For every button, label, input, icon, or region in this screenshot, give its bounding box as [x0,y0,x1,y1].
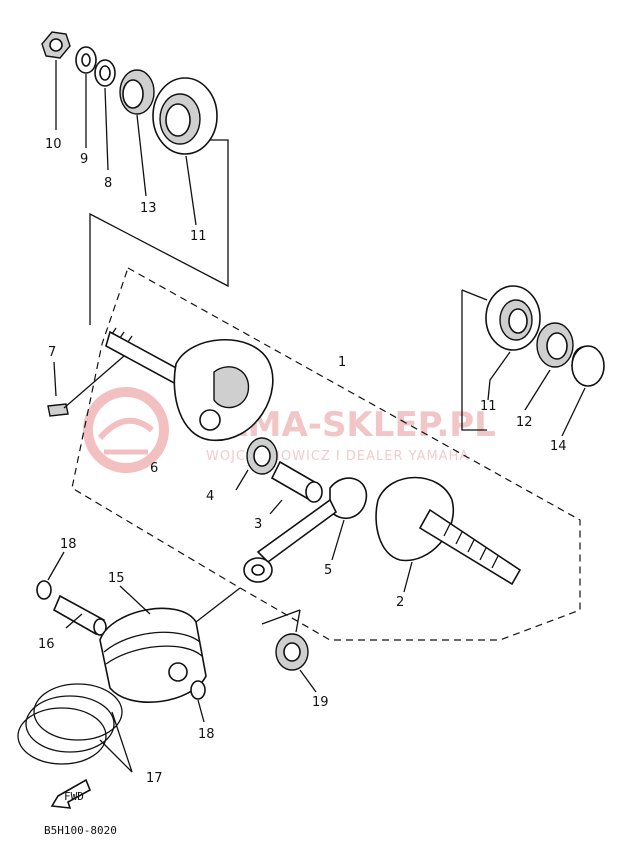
callout-11-top: 11 [190,229,207,244]
bearing-11-top [152,77,218,155]
watermark: YAMA-SKLEP.PL WOJCIECHOWICZ I DEALER YAM… [83,387,496,473]
callout-18-bottom: 18 [198,727,215,742]
callout-5: 5 [324,563,332,578]
callout-2: 2 [396,595,404,610]
callout-1: 1 [338,355,346,370]
circlip-18-bottom [190,680,206,700]
callout-17: 17 [146,771,163,786]
watermark-logo-icon [83,387,169,473]
piston-pin-16 [52,594,107,636]
diagram-code: B5H100-8020 [44,824,117,837]
bearing-19 [275,633,309,671]
forward-arrow-icon: FWD [50,778,92,809]
callout-6: 6 [150,461,158,476]
callout-7: 7 [48,345,56,360]
washer-9 [75,46,97,74]
callout-9: 9 [80,152,88,167]
callout-15: 15 [108,571,125,586]
piston-15 [99,607,207,704]
oil-seal-13 [119,69,155,115]
piston-rings-17 [17,683,123,765]
callout-18-top: 18 [60,537,77,552]
callout-13: 13 [140,201,157,216]
callout-14: 14 [550,439,567,454]
callout-4: 4 [206,489,214,504]
key-7 [47,403,69,417]
callout-12: 12 [516,415,533,430]
watermark-subtitle: WOJCIECHOWICZ I DEALER YAMAHA [206,449,469,464]
connecting-rod-5 [243,477,368,583]
callout-19: 19 [312,695,329,710]
circlip-18-top [36,580,52,600]
needle-bearing-4 [246,437,278,475]
oil-seal-12 [536,322,574,368]
crank-pin-3 [270,460,323,503]
fwd-label: FWD [64,790,84,803]
callout-16: 16 [38,637,55,652]
callout-11-right: 11 [480,399,497,414]
collar-14 [571,345,605,387]
callout-8: 8 [104,176,112,191]
washer-8 [94,59,116,87]
callout-3: 3 [254,517,262,532]
nut-10 [41,31,71,59]
crank-left-6 [105,327,274,441]
callout-10: 10 [45,137,62,152]
bearing-11-right [485,285,541,351]
crank-right-2 [375,476,522,586]
